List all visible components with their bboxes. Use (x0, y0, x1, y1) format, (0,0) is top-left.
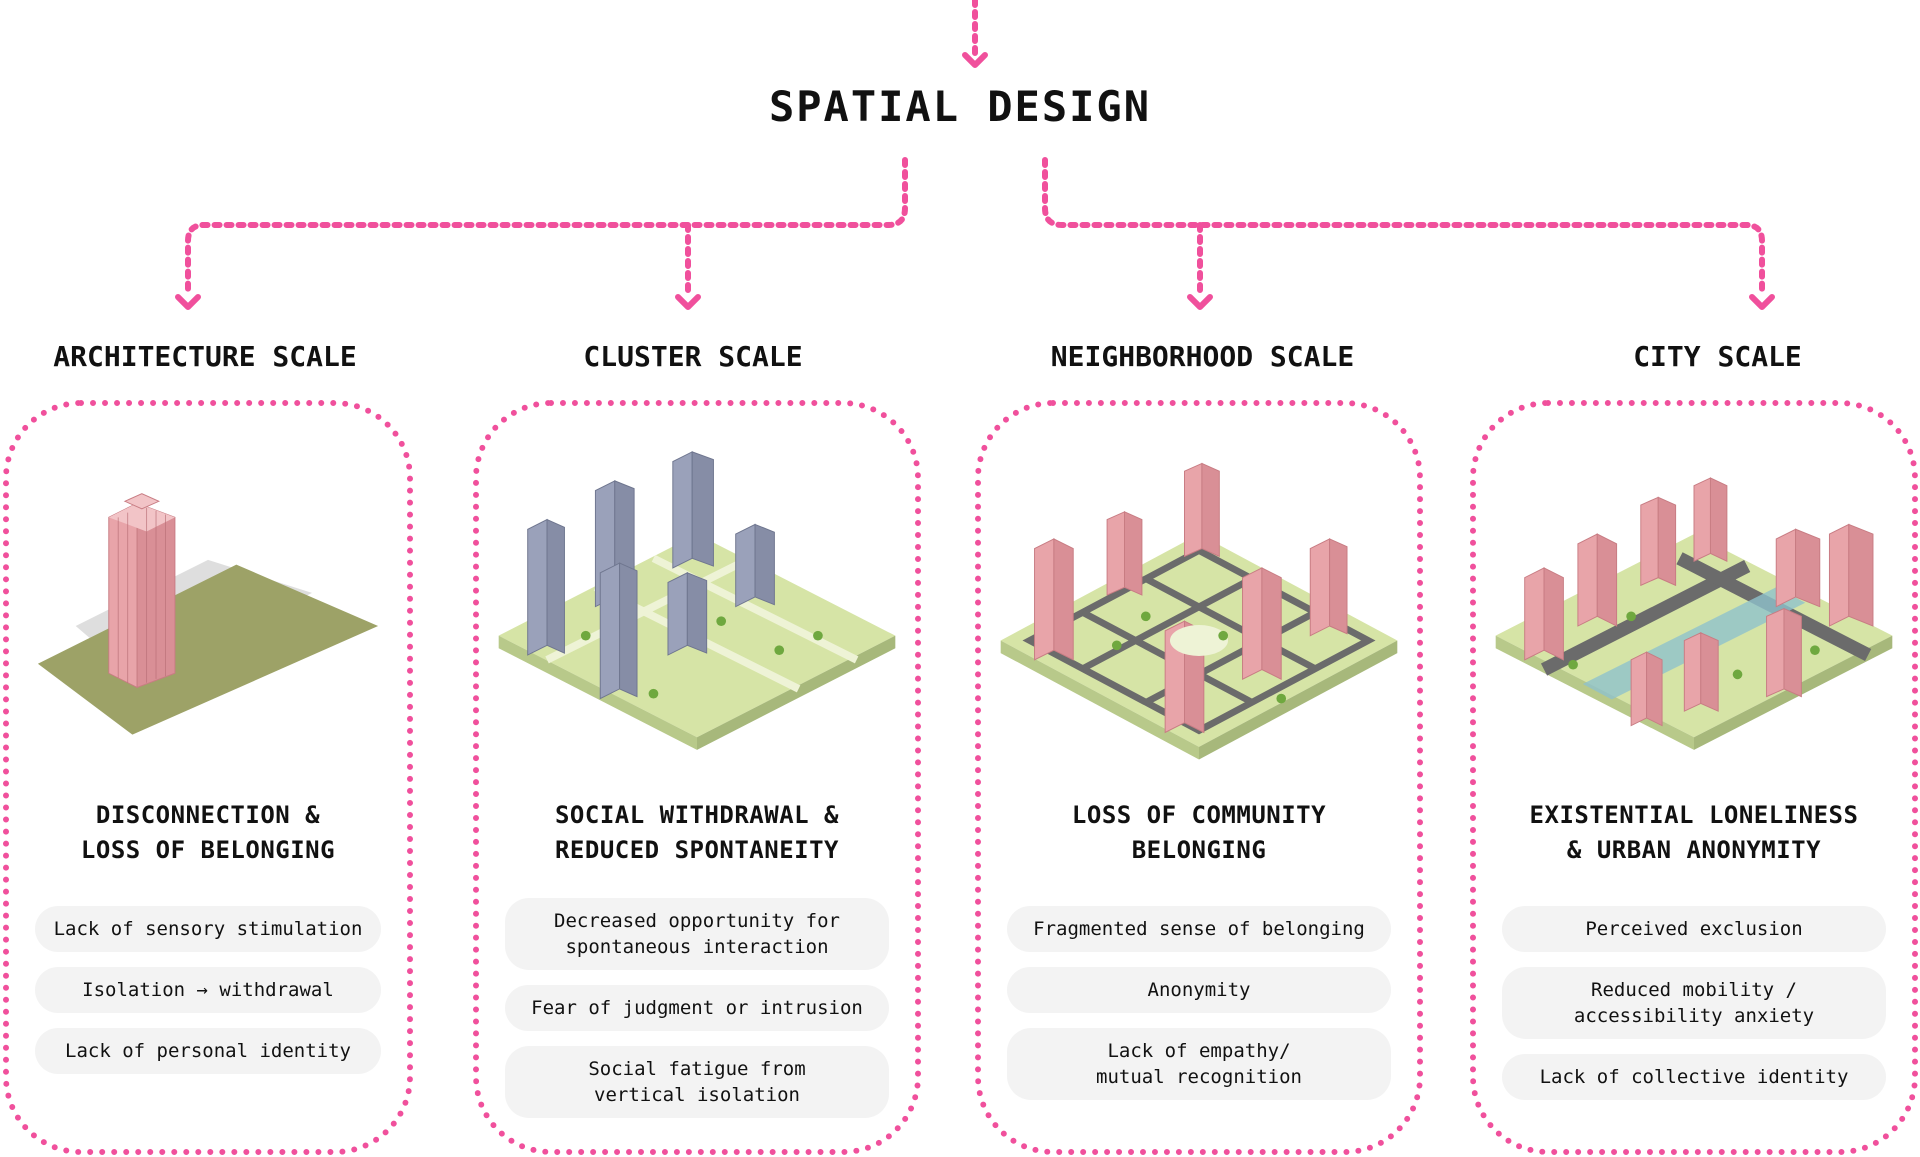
connector-arrows (175, 0, 1775, 310)
issue-tag: Perceived exclusion (1502, 906, 1886, 952)
card-cluster: SOCIAL WITHDRAWAL & REDUCED SPONTANEITY … (473, 400, 921, 1155)
arrowhead-city (1749, 294, 1775, 310)
neighborhood-grid-icon (991, 436, 1407, 816)
issue-tag: Isolation → withdrawal (35, 967, 381, 1013)
issue-tag: Anonymity (1007, 967, 1391, 1013)
issue-list-neighborhood: Fragmented sense of belonging Anonymity … (1007, 906, 1391, 1115)
card-architecture: DISCONNECTION & LOSS OF BELONGING Lack o… (3, 400, 413, 1155)
scale-title-architecture: ARCHITECTURE SCALE (53, 340, 357, 373)
left-branch-line (185, 157, 908, 295)
issue-tag: Fear of judgment or intrusion (505, 985, 889, 1031)
scale-heading-neighborhood: LOSS OF COMMUNITY BELONGING (1071, 801, 1327, 864)
scale-heading-cluster: SOCIAL WITHDRAWAL & REDUCED SPONTANEITY (554, 801, 840, 864)
right-branch-line (1042, 157, 1765, 295)
arrowhead-architecture (175, 294, 201, 310)
city-block-icon (1486, 436, 1902, 816)
card-city: EXISTENTIAL LONELINESS & URBAN ANONYMITY… (1470, 400, 1918, 1155)
scale-heading-city: EXISTENTIAL LONELINESS & URBAN ANONYMITY (1529, 801, 1859, 864)
issue-list-city: Perceived exclusion Reduced mobility /ac… (1502, 906, 1886, 1115)
issue-tag: Lack of personal identity (35, 1028, 381, 1074)
arrowhead-neighborhood (1187, 294, 1213, 310)
scale-title-neighborhood: NEIGHBORHOOD SCALE (1050, 340, 1355, 373)
arrowhead-top (962, 52, 988, 68)
issue-tag: Reduced mobility /accessibility anxiety (1502, 967, 1886, 1039)
scale-title-cluster: CLUSTER SCALE (583, 340, 803, 373)
issue-tag: Lack of empathy/mutual recognition (1007, 1028, 1391, 1100)
arrowhead-cluster (675, 294, 701, 310)
issue-tag: Fragmented sense of belonging (1007, 906, 1391, 952)
single-tower-icon (19, 436, 397, 816)
scale-heading-architecture: DISCONNECTION & LOSS OF BELONGING (80, 801, 336, 864)
building-cluster-icon (489, 436, 905, 816)
issue-tag: Lack of collective identity (1502, 1054, 1886, 1100)
issue-tag: Lack of sensory stimulation (35, 906, 381, 952)
card-neighborhood: LOSS OF COMMUNITY BELONGING Fragmented s… (975, 400, 1423, 1155)
issue-list-architecture: Lack of sensory stimulation Isolation → … (35, 906, 381, 1089)
scale-title-city: CITY SCALE (1633, 340, 1802, 373)
diagram-title: SPATIAL DESIGN (768, 82, 1151, 131)
